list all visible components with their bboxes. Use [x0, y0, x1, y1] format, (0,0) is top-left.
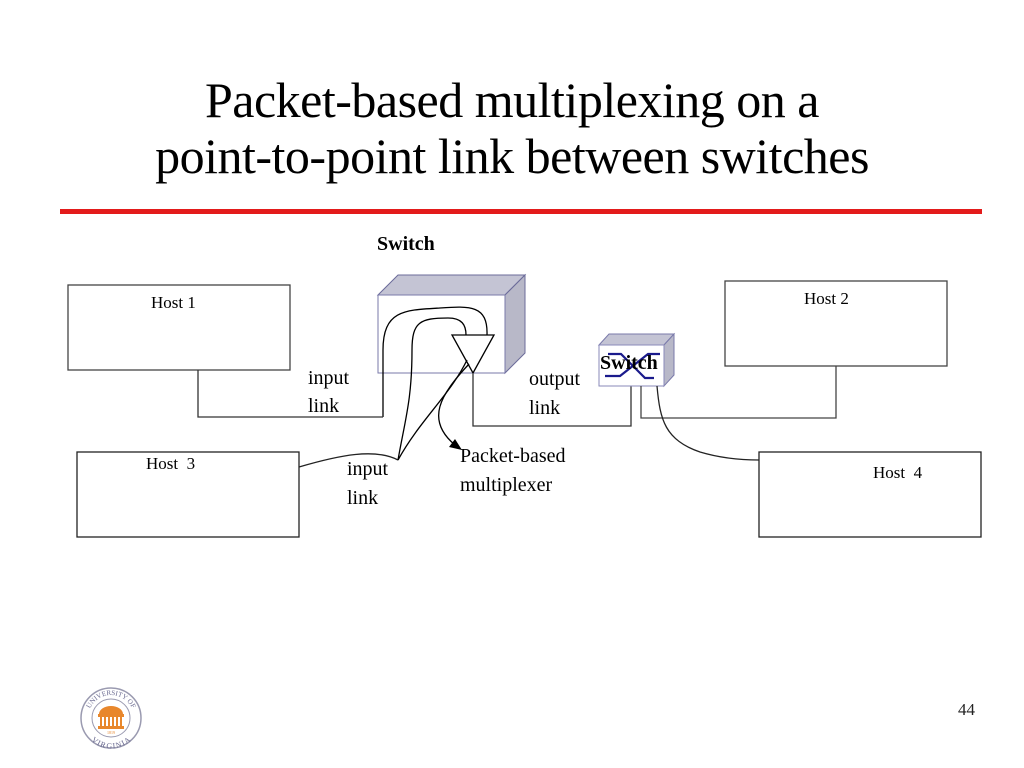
host-4-box [758, 451, 982, 538]
host-2-link [640, 366, 837, 419]
multiplexer-label-line-1: Packet-based [460, 445, 566, 467]
seal-year: 1819 [107, 730, 115, 735]
page-number: 44 [958, 700, 975, 719]
multiplexer-triangle [450, 334, 496, 375]
rotunda-icon [98, 706, 124, 729]
host-3-label: Host 3 [146, 454, 196, 473]
switch-crossover-icon [605, 352, 660, 380]
host-2-box [724, 280, 948, 367]
main-switch-box [376, 273, 527, 375]
input-link-1-line-2: link [308, 395, 340, 417]
multiplexer-label-line-2: multiplexer [460, 474, 553, 496]
multiplexer-pointer [437, 363, 470, 446]
switch-internal-path-1 [382, 306, 488, 417]
pointer-arrowhead [449, 439, 462, 450]
host-1-label: Host 1 [151, 293, 196, 312]
title-line-2: point-to-point link between switches [155, 128, 869, 184]
host-1-box [67, 284, 291, 371]
host-4-link [656, 385, 760, 461]
university-seal-logo: UNIVERSITY OF VIRGINIA 1819 [80, 687, 142, 749]
output-link-line-1: output [529, 368, 581, 390]
title-line-1: Packet-based multiplexing on a [204, 72, 820, 128]
output-link-line-2: link [529, 397, 561, 419]
host-3-link-continue [397, 359, 468, 461]
output-link [472, 373, 632, 427]
input-link-2-line-1: input [347, 458, 389, 480]
host-3-input-link [298, 453, 399, 468]
host-1-input-link [197, 370, 383, 418]
main-switch-label: Switch [377, 233, 435, 255]
switch-internal-path-2 [397, 317, 467, 461]
host-4-label: Host 4 [873, 463, 923, 482]
title-underline [60, 209, 982, 214]
slide-title: Packet-based multiplexing on a point-to-… [0, 72, 1024, 184]
input-link-2-line-2: link [347, 487, 379, 509]
input-link-1-line-1: input [308, 367, 350, 389]
host-2-label: Host 2 [804, 289, 849, 308]
host-3-box [76, 451, 300, 538]
small-switch-box [597, 332, 676, 388]
small-switch-label: Switch [600, 352, 658, 374]
